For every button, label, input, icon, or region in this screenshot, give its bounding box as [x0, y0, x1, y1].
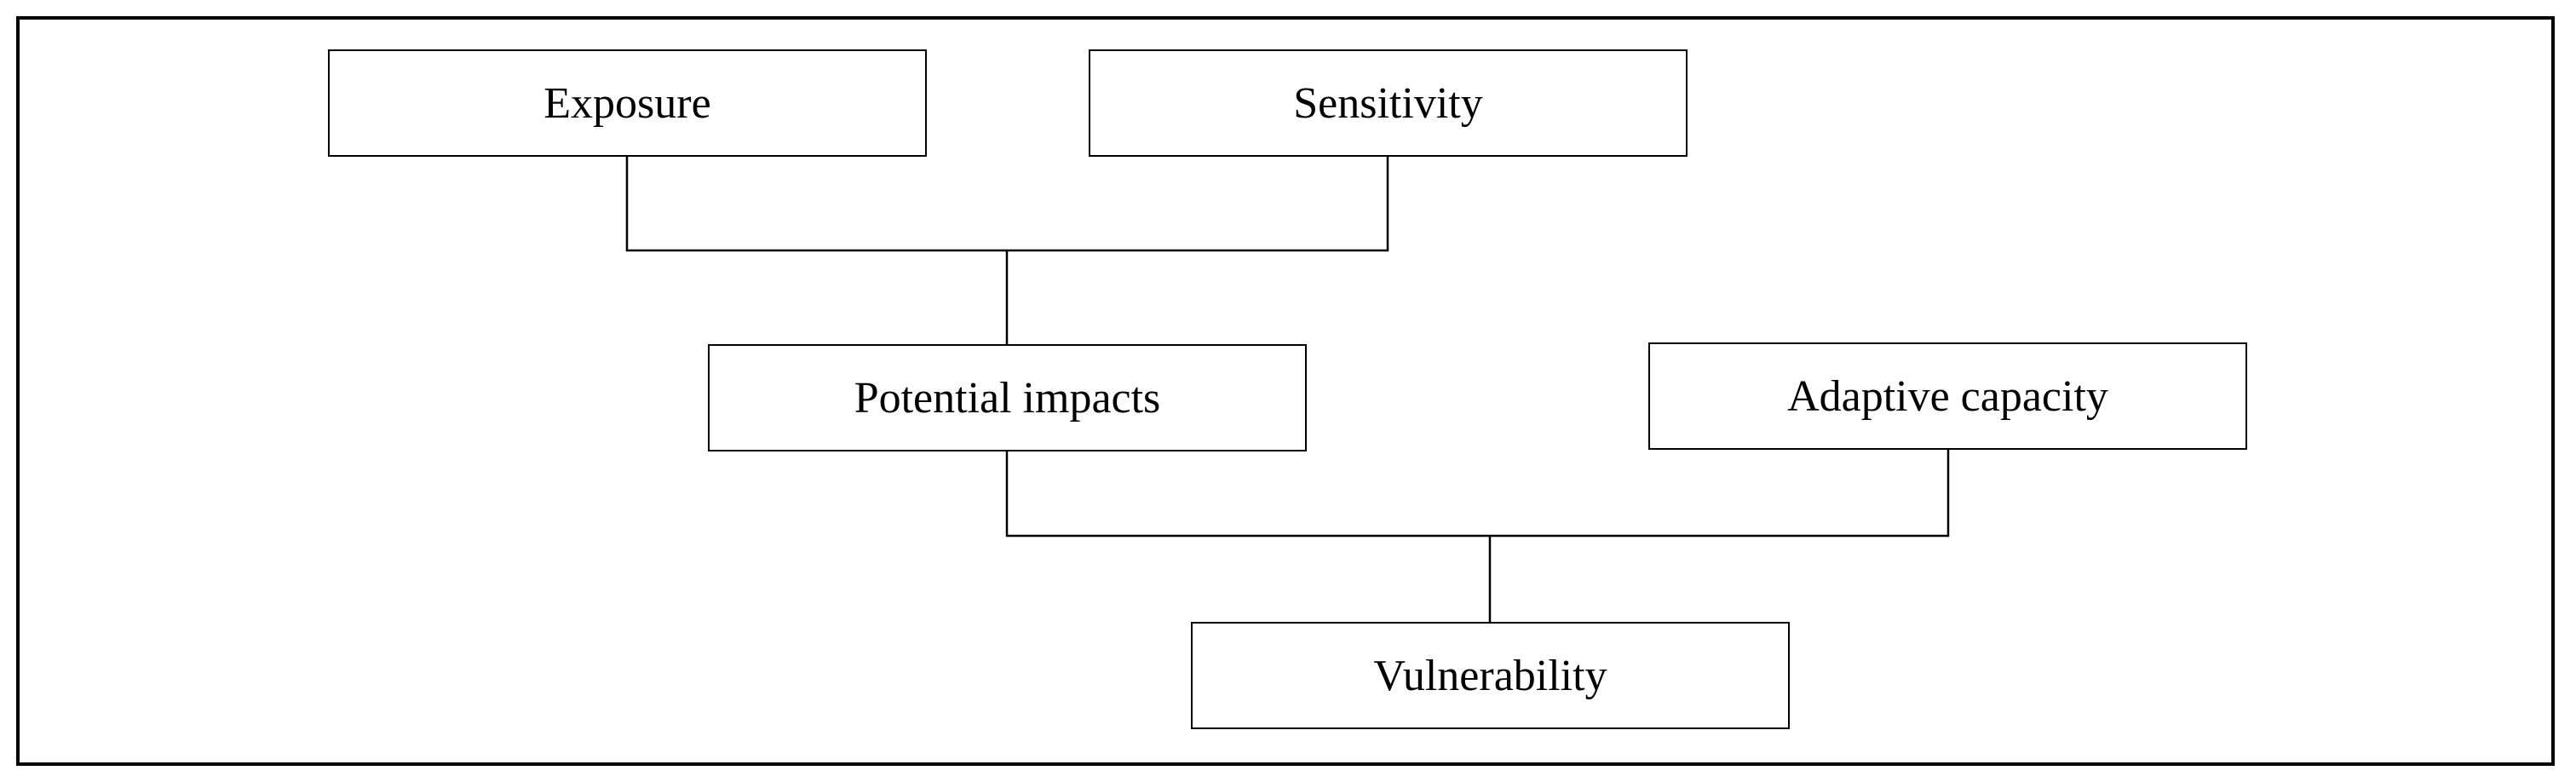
diagram-frame — [16, 16, 2555, 766]
node-exposure: Exposure — [328, 49, 927, 157]
node-vulnerability: Vulnerability — [1191, 622, 1790, 729]
connector-potential-adaptive — [1005, 450, 1950, 538]
node-sensitivity-label: Sensitivity — [1293, 78, 1483, 128]
node-potential-impacts: Potential impacts — [708, 344, 1307, 451]
node-adaptive-capacity-label: Adaptive capacity — [1787, 371, 2108, 421]
node-exposure-label: Exposure — [543, 78, 711, 128]
connector-exposure-sensitivity — [625, 157, 1389, 252]
node-potential-impacts-label: Potential impacts — [854, 373, 1161, 423]
node-adaptive-capacity: Adaptive capacity — [1648, 342, 2247, 450]
node-sensitivity: Sensitivity — [1089, 49, 1688, 157]
node-vulnerability-label: Vulnerability — [1373, 651, 1607, 700]
